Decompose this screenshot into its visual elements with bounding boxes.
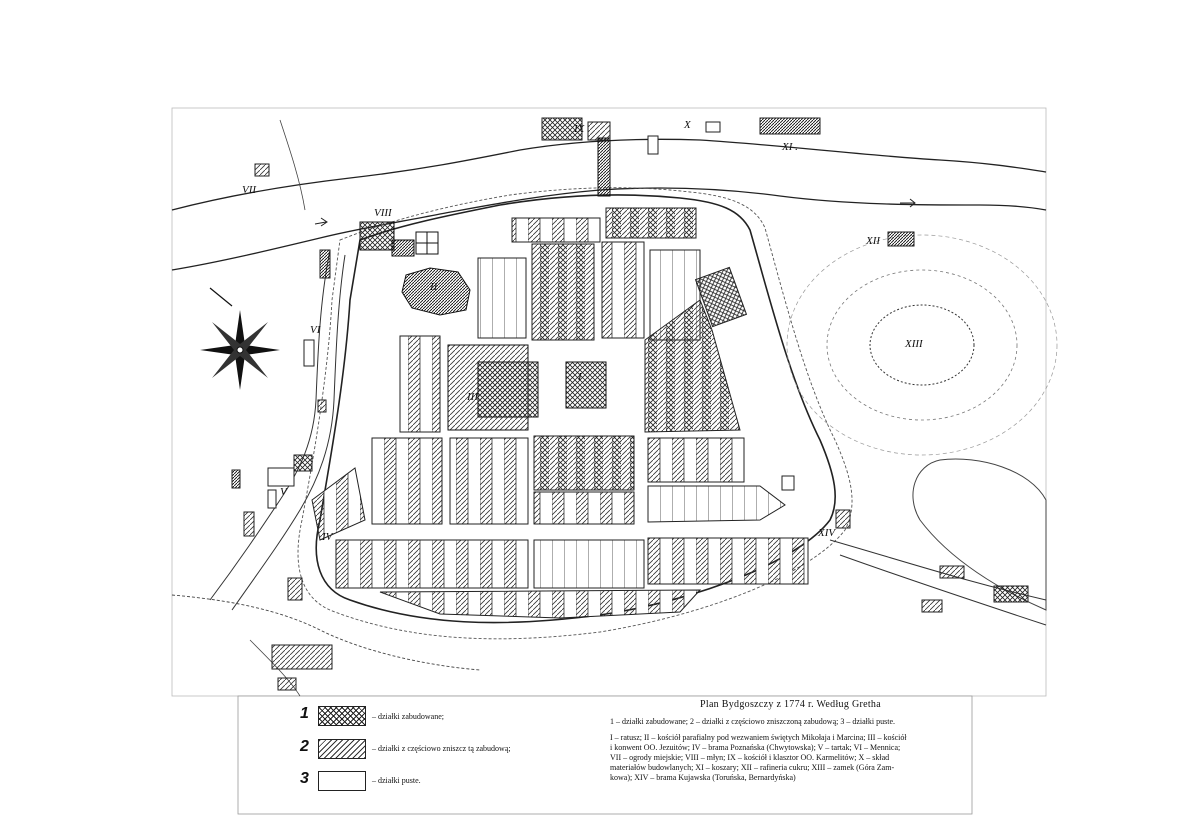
caption-line-5: materiałów budowlanych; XI – koszary; XI… (610, 763, 895, 772)
label-ii: II (429, 281, 439, 293)
legend-num-1: 1 (300, 705, 309, 722)
compass-rose (200, 287, 280, 390)
legend-num-2: 2 (300, 738, 309, 755)
label-vi: VI (310, 324, 322, 336)
legend-text-3: – działki puste. (372, 776, 421, 785)
outbuildings (231, 249, 1029, 691)
label-viii: VIII (374, 207, 393, 219)
label-iii: III (466, 391, 479, 403)
legend-text-2: – działki z częściowo zniszcz tą zabudow… (372, 744, 511, 753)
town-hall (565, 361, 607, 409)
bridge (597, 137, 611, 197)
carmelite-church (541, 117, 583, 141)
label-xiv: XIV (817, 527, 836, 539)
legend-swatch-partial (318, 739, 366, 759)
town-wall (315, 194, 836, 624)
label-x: X (683, 119, 692, 131)
caption-line-4: VII – ogrody miejskie; VIII – młyn; IX –… (610, 753, 890, 762)
label-xi: XI . (781, 141, 798, 153)
caption-title: Plan Bydgoszczy z 1774 r. Według Gretha (700, 699, 881, 710)
legend-num-3: 3 (300, 770, 309, 787)
label-ix: IX (573, 123, 586, 135)
legend-swatch-built (318, 706, 366, 726)
label-xii: XII (865, 235, 881, 247)
town-blocks (311, 207, 809, 619)
caption-line-1: 1 – działki zabudowane; 2 – działki z cz… (610, 717, 896, 726)
label-xiii: XIII (904, 338, 924, 350)
legend-swatch-empty (318, 771, 366, 791)
castle-hill-ring (869, 304, 975, 386)
caption-line-3: i konwent OO. Jezuitów; IV – brama Pozna… (610, 743, 901, 752)
label-iv: IV (321, 531, 334, 543)
town-moat (297, 187, 853, 640)
label-i: I (577, 371, 583, 383)
sugar-refinery (887, 231, 915, 247)
label-vii: VII (242, 184, 257, 196)
legend-text-1: – działki zabudowane; (372, 712, 444, 721)
caption-line-6: kowa); XIV – brama Kujawska (Toruńska, B… (610, 773, 796, 782)
label-v: V (280, 486, 288, 498)
caption-line-2: I – ratusz; II – kościół parafialny pod … (610, 733, 907, 742)
barracks (759, 117, 821, 135)
sawmill (267, 467, 295, 487)
mill (359, 221, 395, 251)
